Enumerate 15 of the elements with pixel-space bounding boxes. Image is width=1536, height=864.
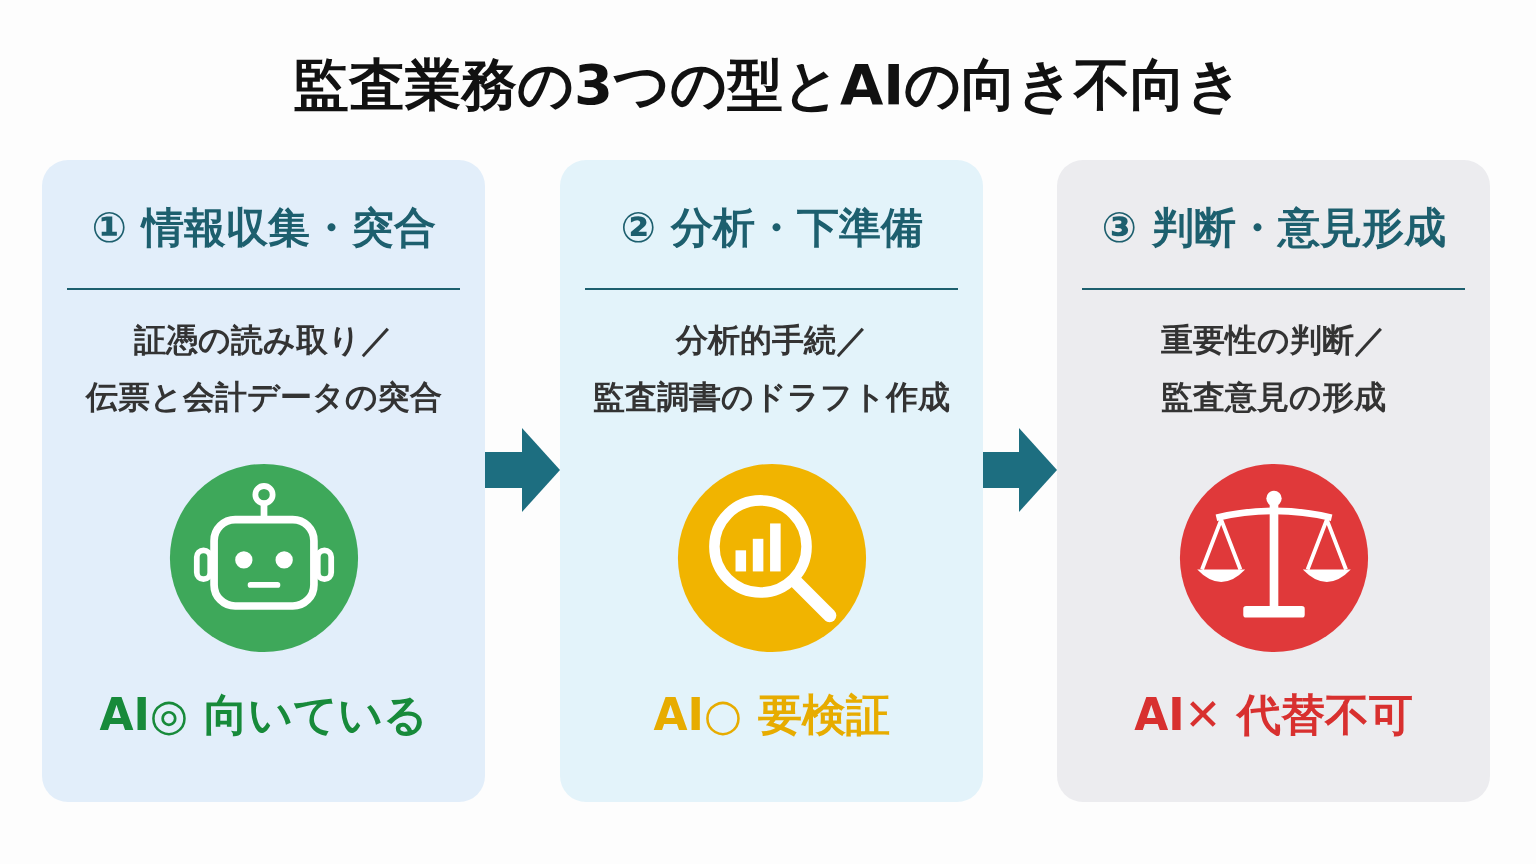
ai-suitability-label: AI○ 要検証 bbox=[653, 688, 890, 742]
description-text: 重要性の判断／監査意見の形成 bbox=[1161, 320, 1386, 418]
stage-card bbox=[42, 160, 485, 802]
arrow bbox=[983, 428, 1057, 512]
description-text: 証憑の読み取り／伝票と会計データの突合 bbox=[85, 320, 442, 418]
card-heading: ③ 判断・意見形成 bbox=[1101, 202, 1446, 254]
description-text: 分析的手続／監査調書のドラフト作成 bbox=[593, 320, 950, 418]
stage-card bbox=[560, 160, 983, 802]
stage-card bbox=[1057, 160, 1490, 802]
ai-suitability-label: AI◎ 向いている bbox=[99, 688, 428, 742]
card-heading: ② 分析・下準備 bbox=[620, 202, 923, 254]
card-heading: ① 情報収集・突合 bbox=[91, 202, 436, 254]
arrow bbox=[485, 428, 560, 512]
title: 監査業務の3つの型とAIの向き不向き bbox=[292, 51, 1244, 119]
ai-suitability-label: AI✕ 代替不可 bbox=[1134, 688, 1413, 742]
